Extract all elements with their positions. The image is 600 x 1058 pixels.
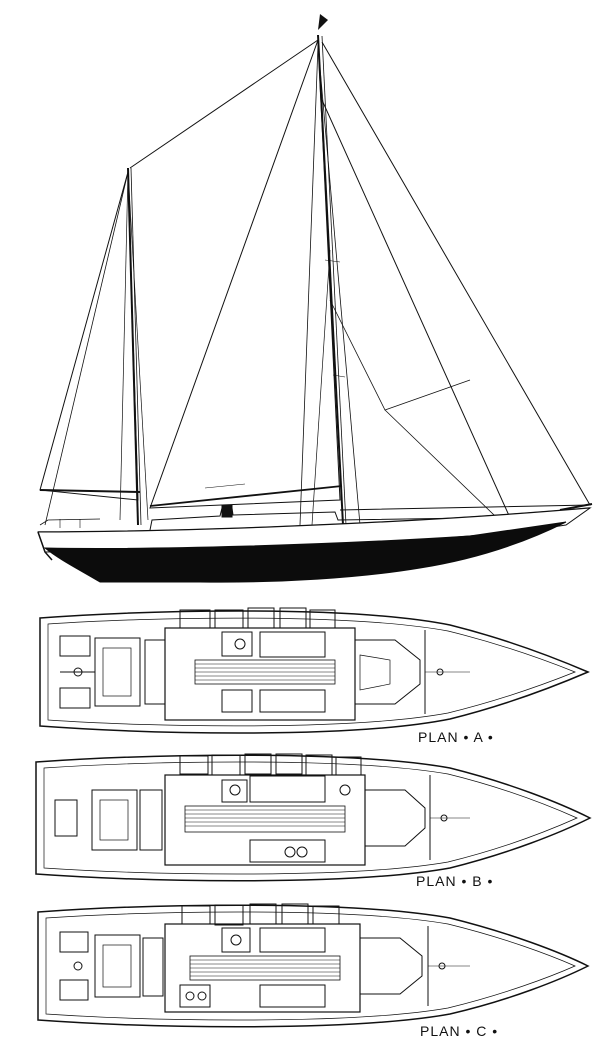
plan-a-hull	[39, 610, 590, 734]
plan-b-hull	[35, 754, 592, 882]
plan-a-label: PLAN • A •	[418, 729, 494, 745]
sail-plan-elevation	[37, 14, 593, 583]
masthead-flag	[318, 14, 328, 30]
plan-c-layout	[37, 903, 590, 1028]
headsail	[321, 41, 591, 511]
plan-c-label: PLAN • C •	[420, 1023, 499, 1039]
plan-b-label: PLAN • B •	[416, 873, 494, 889]
plan-b-layout	[35, 753, 592, 882]
plan-a-layout	[39, 607, 590, 734]
plan-c-hull	[37, 904, 590, 1028]
mizzen-sail	[39, 171, 139, 501]
hull-bottom	[43, 521, 567, 583]
main-sail	[149, 39, 341, 509]
